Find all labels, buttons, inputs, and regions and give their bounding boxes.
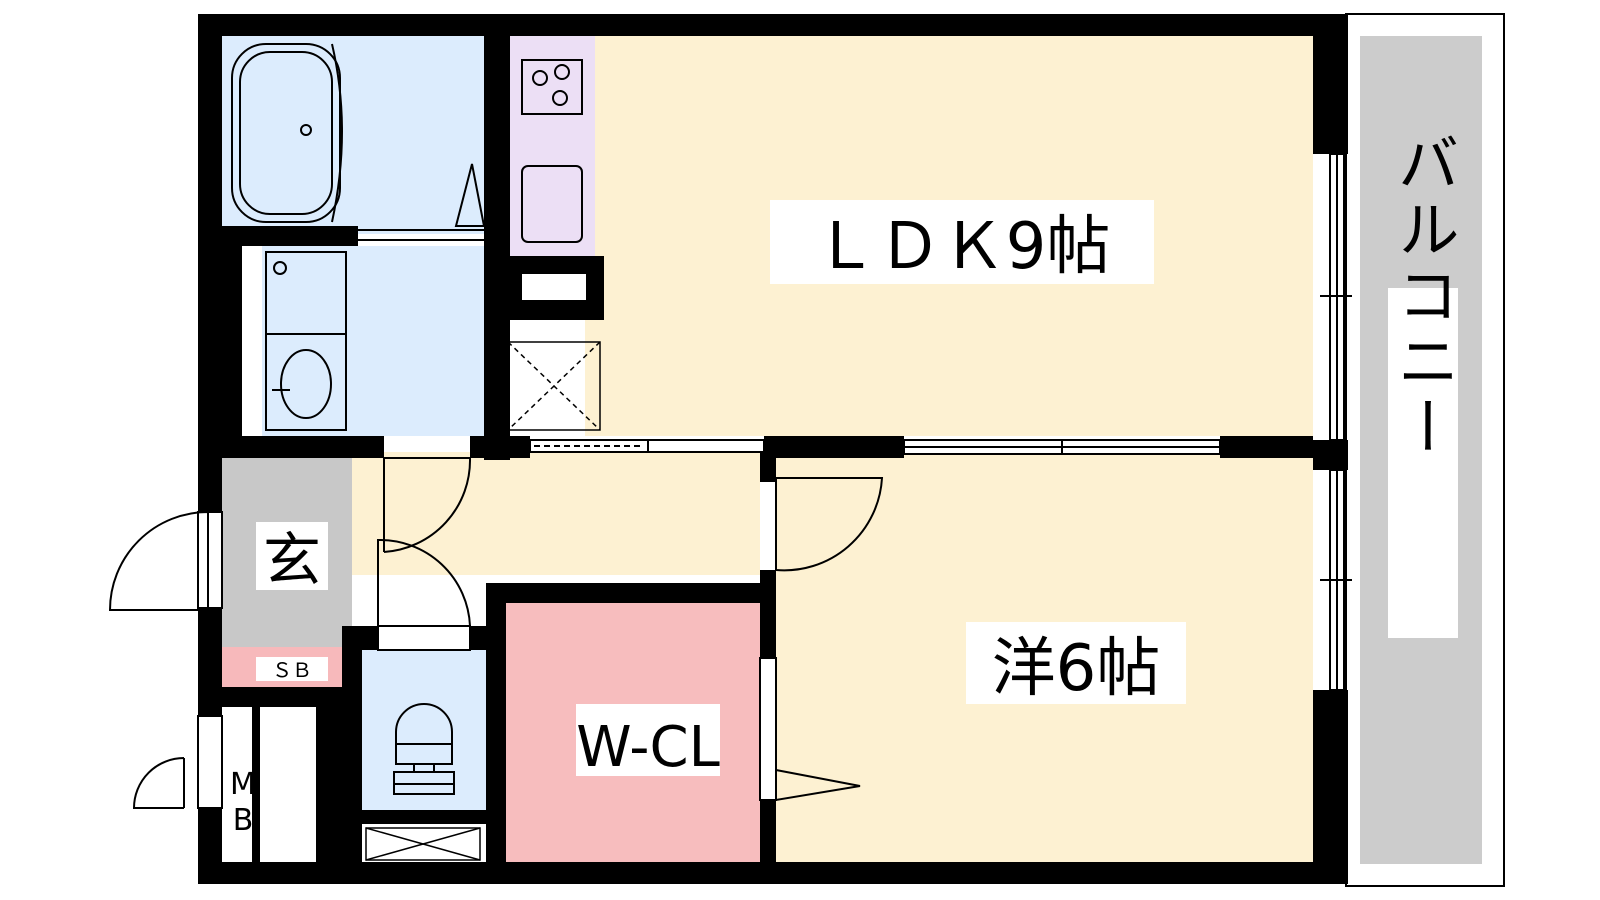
- toilet-floor: [362, 650, 486, 810]
- ldk-label-bg: [770, 200, 1154, 284]
- entrance-label: 玄: [263, 526, 321, 594]
- bathtub: [231, 43, 343, 223]
- shoe-box-label: ＳＢ: [272, 658, 312, 682]
- stove: [521, 59, 583, 243]
- doors: [108, 163, 884, 809]
- bathroom-floor: [222, 36, 484, 234]
- hallway-floor: [352, 452, 760, 575]
- meter-box-label-b: B: [233, 803, 254, 838]
- washbasin: [265, 251, 347, 431]
- sliding-door: [529, 439, 1221, 455]
- storage-box: [365, 827, 481, 861]
- meter-box-label-m: M: [230, 767, 256, 802]
- washroom-floor: [262, 246, 484, 436]
- kitchen-counter: [510, 36, 595, 258]
- ldk-label: ＬＤＫ9帖: [814, 210, 1111, 284]
- refrigerator-space: [507, 341, 601, 431]
- wcl-label: W-CL: [576, 715, 720, 780]
- western-room-label: 洋6帖: [992, 632, 1161, 706]
- toilet: [393, 703, 455, 795]
- windows: [1320, 153, 1352, 691]
- balcony-label: バルコニー: [1387, 131, 1460, 461]
- western-room-label-bg: [966, 622, 1186, 704]
- wcl-label-bg: [576, 704, 720, 776]
- entrance-label-bg: [256, 522, 328, 590]
- balcony-label-bg: [1388, 288, 1458, 638]
- shoe-box-label-bg: [256, 657, 328, 681]
- wall-recess: [522, 274, 586, 300]
